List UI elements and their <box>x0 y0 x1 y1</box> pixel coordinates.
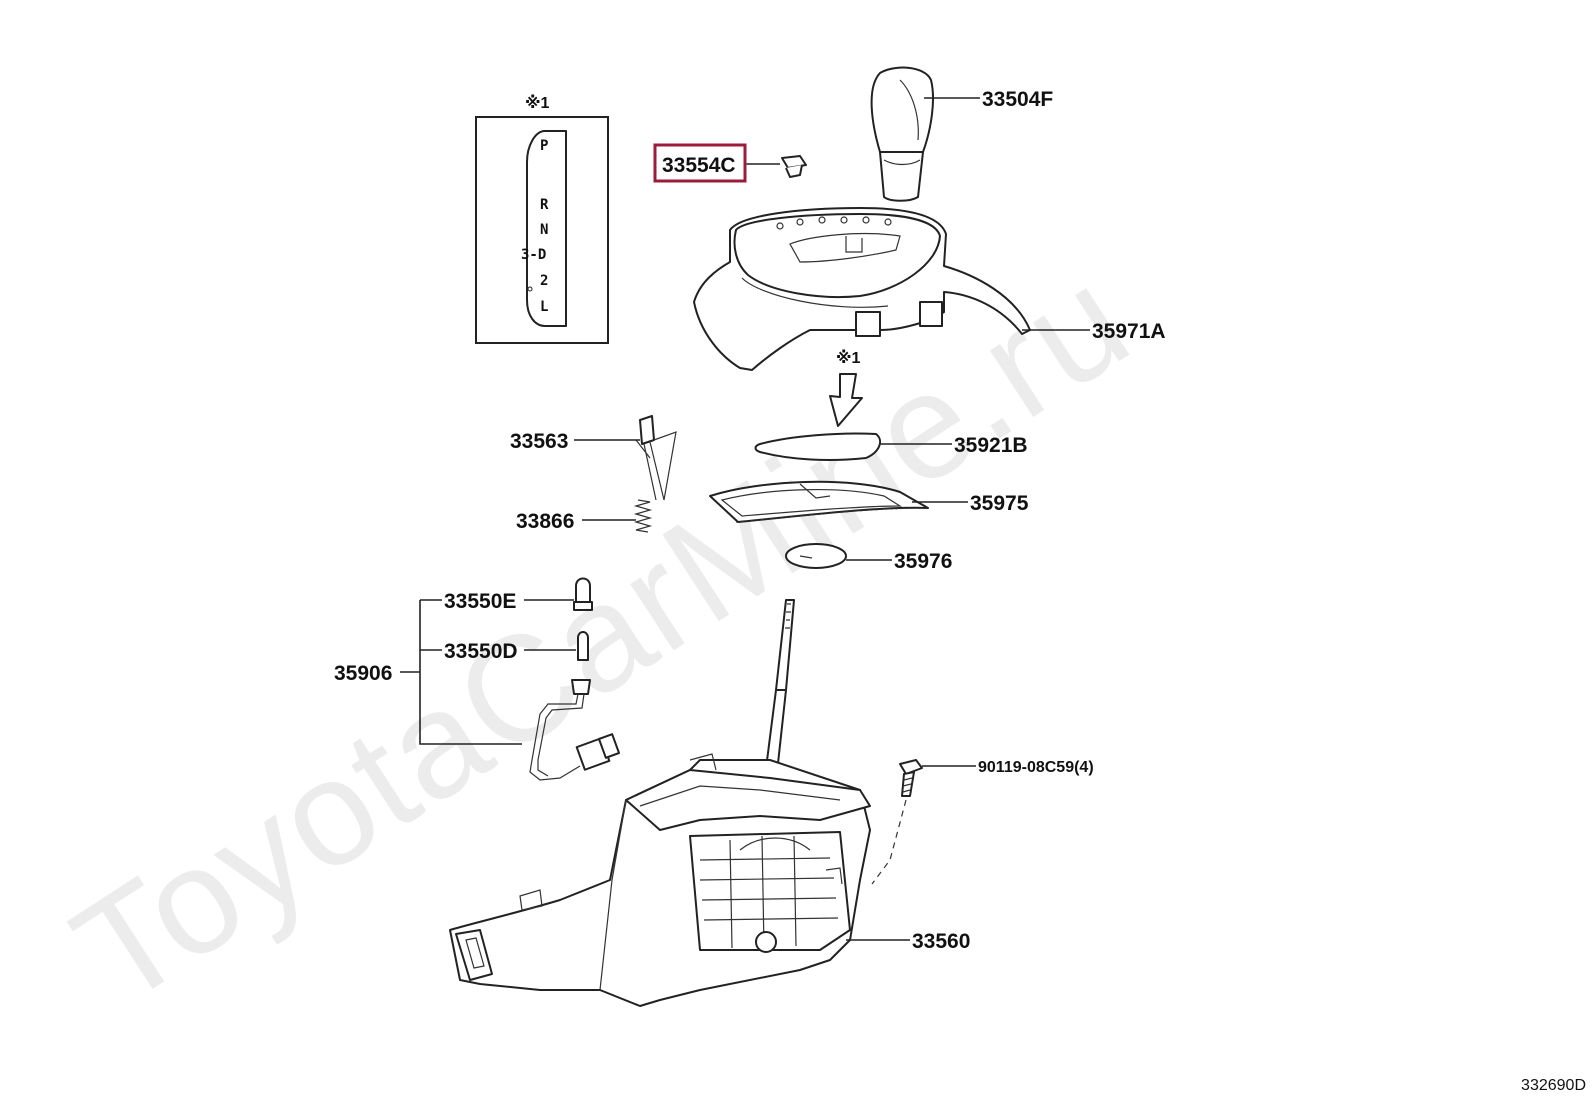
part-number-33504F[interactable]: 33504F <box>982 88 1053 111</box>
gear-label-r: R <box>540 197 549 213</box>
part-number-35906[interactable]: 35906 <box>334 662 392 685</box>
indicator-plate-drawing <box>754 432 882 461</box>
bulb-33550E-drawing <box>573 577 593 611</box>
gear-label-l: L <box>540 299 548 315</box>
down-arrow-icon <box>829 373 863 427</box>
part-number-35971A[interactable]: 35971A <box>1092 320 1166 343</box>
indicator-housing-drawing <box>693 207 1031 371</box>
bracket-35906 <box>400 599 522 745</box>
part-number-33550E[interactable]: 33550E <box>444 590 516 613</box>
part-number-33563[interactable]: 33563 <box>510 430 568 453</box>
position-spring-drawing <box>635 415 677 501</box>
part-number-35921B[interactable]: 35921B <box>954 434 1028 457</box>
clip-33554C-drawing <box>781 155 807 178</box>
part-number-33560[interactable]: 33560 <box>912 930 970 953</box>
part-number-33866[interactable]: 33866 <box>516 510 574 533</box>
gear-label-n: N <box>540 222 548 238</box>
part-number-33554C[interactable]: 33554C <box>662 154 736 177</box>
gear-label-p: P <box>540 138 548 154</box>
seal-washer-drawing <box>785 543 847 569</box>
bulb-33550D-drawing <box>577 631 589 661</box>
gear-label-2: 2 <box>540 273 548 289</box>
socket-harness-drawing <box>529 679 620 781</box>
compression-spring-drawing <box>633 499 653 533</box>
shift-lever-housing-drawing <box>449 753 871 1007</box>
shift-knob-drawing <box>870 66 934 202</box>
bolt-drawing <box>899 759 923 797</box>
slide-cover-drawing <box>709 480 929 523</box>
diagram-code: 332690D <box>1521 1077 1586 1094</box>
part-number-35976[interactable]: 35976 <box>894 550 952 573</box>
part-number-90119-08C59[interactable]: 90119-08C59(4) <box>978 759 1094 776</box>
part-number-35975[interactable]: 35975 <box>970 492 1029 515</box>
gear-indicator-inset: ※1 P R N 3-D 2 L <box>475 94 609 344</box>
part-number-33550D[interactable]: 33550D <box>444 640 518 663</box>
inset-note-mark: ※1 <box>525 94 550 112</box>
highlight-box-33554C <box>653 143 747 183</box>
arrow-note-mark: ※1 <box>836 349 861 367</box>
gear-label-3d: 3-D <box>521 247 546 263</box>
